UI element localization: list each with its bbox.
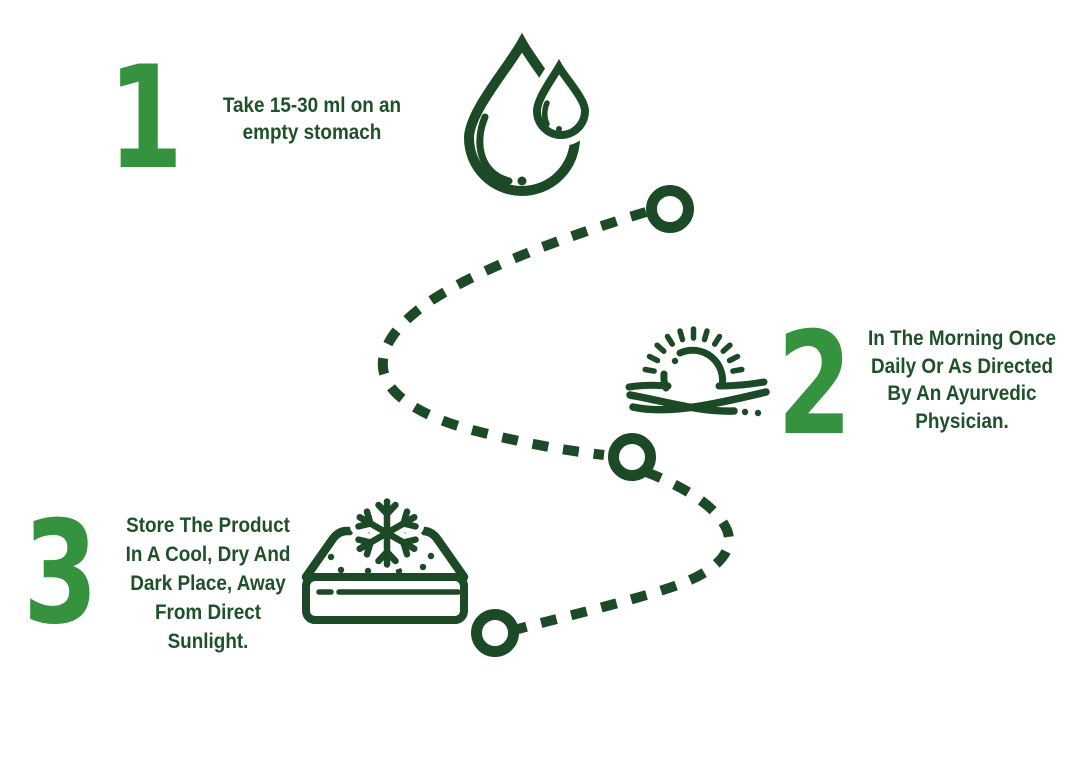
small-drop-highlight-dot bbox=[556, 126, 562, 132]
big-drop-highlight bbox=[476, 113, 513, 185]
sun-arc-dot bbox=[671, 357, 679, 365]
route-segment-lower bbox=[516, 467, 734, 634]
step-2-text-line: By An Ayurvedic bbox=[887, 382, 1037, 405]
sunrise-icon bbox=[625, 326, 770, 417]
horizon-line-right bbox=[715, 378, 768, 390]
step-2-text-line: Daily Or As Directed bbox=[870, 354, 1054, 378]
step-1-text: Take 15-30 ml on an empty stomach bbox=[213, 92, 411, 146]
cold-storage-icon bbox=[301, 502, 469, 624]
step-3-text-line: Store The Product bbox=[126, 514, 290, 537]
sun-arc bbox=[676, 346, 727, 390]
sun-rays bbox=[642, 326, 745, 374]
step-1-text-line: empty stomach bbox=[242, 121, 382, 144]
water-drop-icon bbox=[463, 32, 596, 196]
step-3-text-line: Dark Place, Away bbox=[130, 572, 286, 595]
route-dashed-path bbox=[377, 207, 734, 634]
horizon-line-left bbox=[625, 381, 672, 391]
hill-dot-2 bbox=[754, 409, 762, 417]
route-segment-upper bbox=[377, 207, 648, 460]
step-3-text-line: From Direct bbox=[154, 601, 262, 624]
big-drop-highlight-dot bbox=[517, 176, 527, 186]
storage-surface-dots bbox=[327, 552, 435, 575]
hill-line-2 bbox=[629, 388, 770, 414]
step-2-text-line: Physician. bbox=[915, 409, 1009, 433]
step-3-text-line: In A Cool, Dry And bbox=[125, 543, 291, 566]
step-3-text-line: Sunlight. bbox=[167, 630, 249, 653]
hill-dot-1 bbox=[741, 408, 749, 416]
small-drop-highlight bbox=[542, 100, 550, 127]
step-2-text: In The Morning Once Daily Or As Directed… bbox=[863, 325, 1061, 435]
route-node-2 bbox=[608, 433, 656, 481]
step-3-number: 3 bbox=[23, 491, 99, 656]
step-1-number: 1 bbox=[108, 36, 184, 201]
step-2-text-line: In The Morning Once bbox=[868, 327, 1056, 350]
route-node-3 bbox=[471, 609, 519, 657]
small-drop-outline bbox=[532, 59, 590, 139]
route-node-1 bbox=[646, 185, 694, 233]
step-1-text-line: Take 15-30 ml on an bbox=[222, 94, 402, 117]
storage-box-base bbox=[302, 573, 468, 624]
step-3-text: Store The Product In A Cool, Dry And Dar… bbox=[114, 511, 303, 656]
step-2-number: 2 bbox=[777, 302, 853, 467]
